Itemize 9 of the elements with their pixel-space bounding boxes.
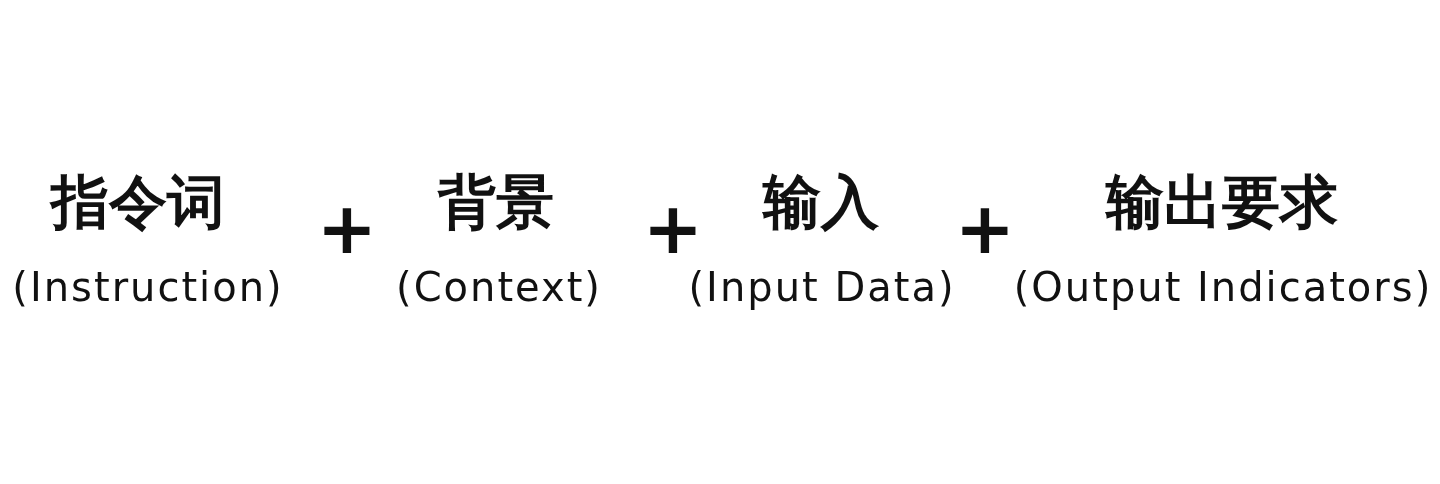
term-label: 输入	[763, 173, 879, 231]
translation-label: (Instruction)	[11, 267, 284, 307]
term-label: 指令词	[51, 173, 225, 231]
term-label: 背景	[438, 173, 554, 231]
plus-sign: +	[954, 192, 1016, 264]
plus-sign: +	[642, 192, 704, 264]
translation-label: (Context)	[395, 267, 602, 307]
term-label: 输出要求	[1106, 173, 1338, 231]
plus-sign: +	[316, 192, 378, 264]
